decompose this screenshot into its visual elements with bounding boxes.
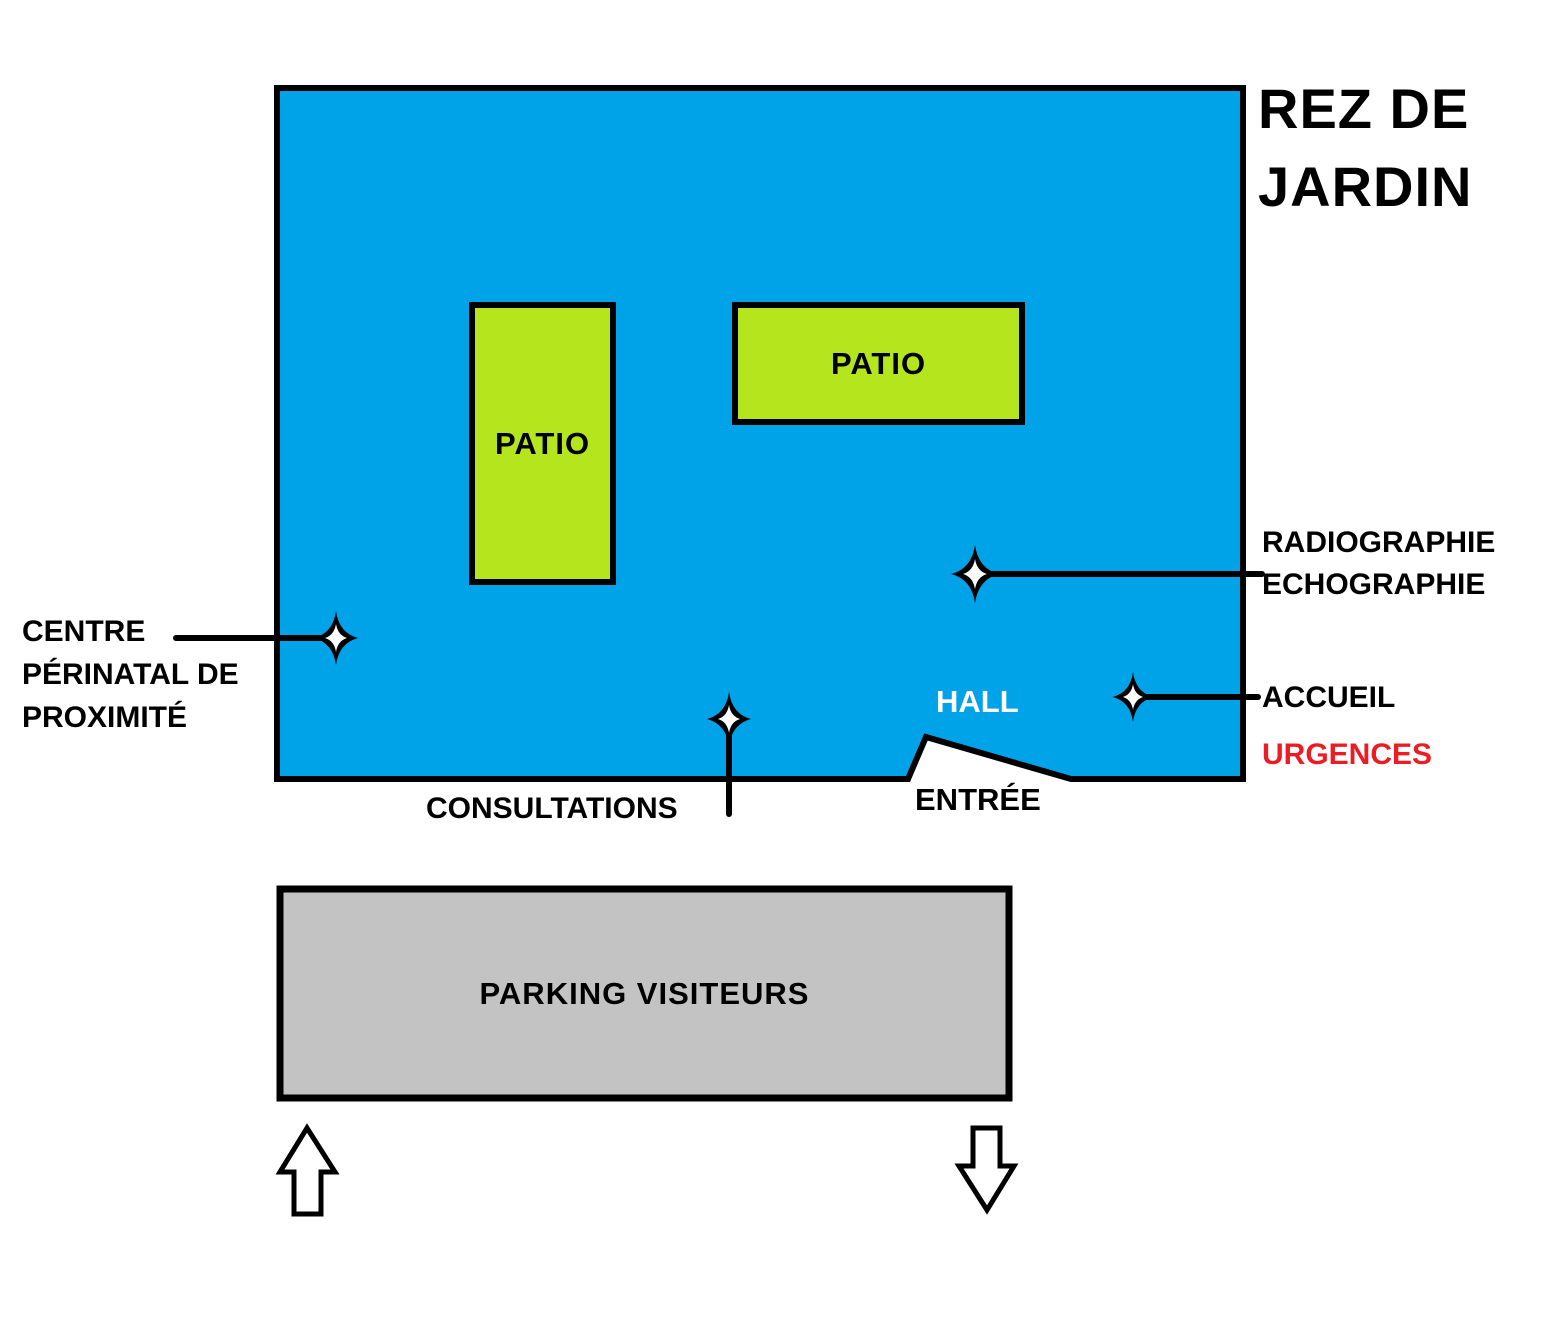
radiographie-echographie-label: RADIOGRAPHIE ECHOGRAPHIE: [1262, 522, 1495, 606]
patio-right-area: [732, 302, 1025, 425]
consultations-label: CONSULTATIONS: [426, 792, 678, 825]
centre-perinatal-label: CENTRE PÉRINATAL DE PROXIMITÉ: [22, 610, 239, 739]
centre-perinatal-line1: CENTRE: [22, 615, 146, 648]
entree-label: ENTRÉE: [915, 782, 1041, 817]
patio-left-area: [469, 302, 616, 585]
accueil-label: ACCUEIL: [1262, 681, 1396, 714]
parking-exit-down-arrow-icon: [954, 1125, 1019, 1215]
building-outline: [274, 85, 1246, 782]
patio-right-label: PATIO: [830, 345, 927, 381]
radiographie-line1: RADIOGRAPHIE: [1262, 526, 1496, 559]
patio-left-label: PATIO: [494, 425, 591, 461]
page-title: REZ DE JARDIN: [1258, 77, 1473, 218]
parking-visiteurs-label: PARKING VISITEURS: [479, 975, 810, 1011]
centre-perinatal-line3: PROXIMITÉ: [22, 701, 188, 734]
radiographie-line2: ECHOGRAPHIE: [1262, 568, 1486, 601]
parking-area: [276, 885, 1013, 1102]
hall-label: HALL: [936, 684, 1019, 719]
urgences-label: URGENCES: [1262, 738, 1433, 771]
parking-entry-up-arrow-icon: [275, 1123, 340, 1217]
centre-perinatal-line2: PÉRINATAL DE: [22, 658, 239, 691]
